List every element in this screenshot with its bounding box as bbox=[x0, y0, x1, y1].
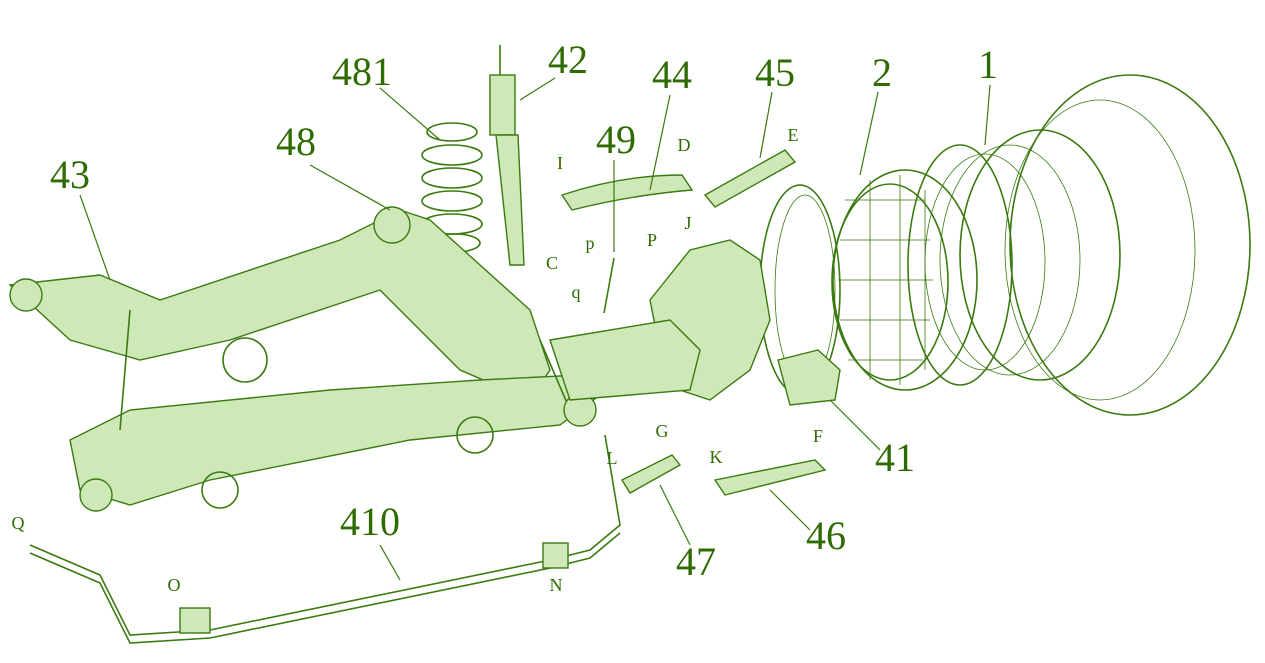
label-47: 47 bbox=[676, 539, 716, 584]
point-G: G bbox=[655, 421, 669, 441]
point-E: E bbox=[787, 125, 799, 145]
point-D: D bbox=[677, 135, 691, 155]
link-47 bbox=[621, 454, 682, 494]
point-L: L bbox=[606, 448, 618, 468]
label-43: 43 bbox=[50, 152, 90, 197]
label-42: 42 bbox=[548, 37, 588, 82]
point-O: O bbox=[167, 575, 181, 595]
label-45: 45 bbox=[755, 50, 795, 95]
stabilizer-link bbox=[603, 257, 615, 314]
label-49: 49 bbox=[596, 117, 636, 162]
label-481: 481 bbox=[332, 49, 392, 94]
point-K: K bbox=[709, 447, 723, 467]
label-41: 41 bbox=[875, 435, 915, 480]
point-J: J bbox=[684, 213, 692, 233]
label-44: 44 bbox=[652, 52, 692, 97]
label-2: 2 bbox=[872, 50, 892, 95]
point-I: I bbox=[557, 153, 563, 173]
label-46: 46 bbox=[806, 513, 846, 558]
label-48: 48 bbox=[276, 119, 316, 164]
label-1: 1 bbox=[978, 42, 998, 87]
brake-caliper bbox=[759, 184, 841, 406]
shock-absorber bbox=[489, 45, 525, 266]
point-P: P bbox=[646, 230, 658, 250]
point-F: F bbox=[812, 426, 824, 446]
point-q: q bbox=[571, 282, 581, 302]
label-410: 410 bbox=[340, 499, 400, 544]
leader-lines bbox=[79, 77, 991, 581]
subframe bbox=[8, 206, 602, 512]
tire-wheel bbox=[907, 74, 1251, 416]
upper-link-45 bbox=[703, 149, 797, 208]
lower-control-arm bbox=[549, 319, 701, 401]
point-p: p bbox=[585, 233, 595, 253]
point-C: C bbox=[545, 253, 559, 273]
point-N: N bbox=[549, 575, 563, 595]
toe-link-46 bbox=[713, 459, 827, 496]
upper-link-44 bbox=[560, 174, 694, 211]
brake-disc bbox=[831, 169, 978, 391]
stabilizer-bar bbox=[29, 434, 621, 636]
point-Q: Q bbox=[11, 513, 25, 533]
